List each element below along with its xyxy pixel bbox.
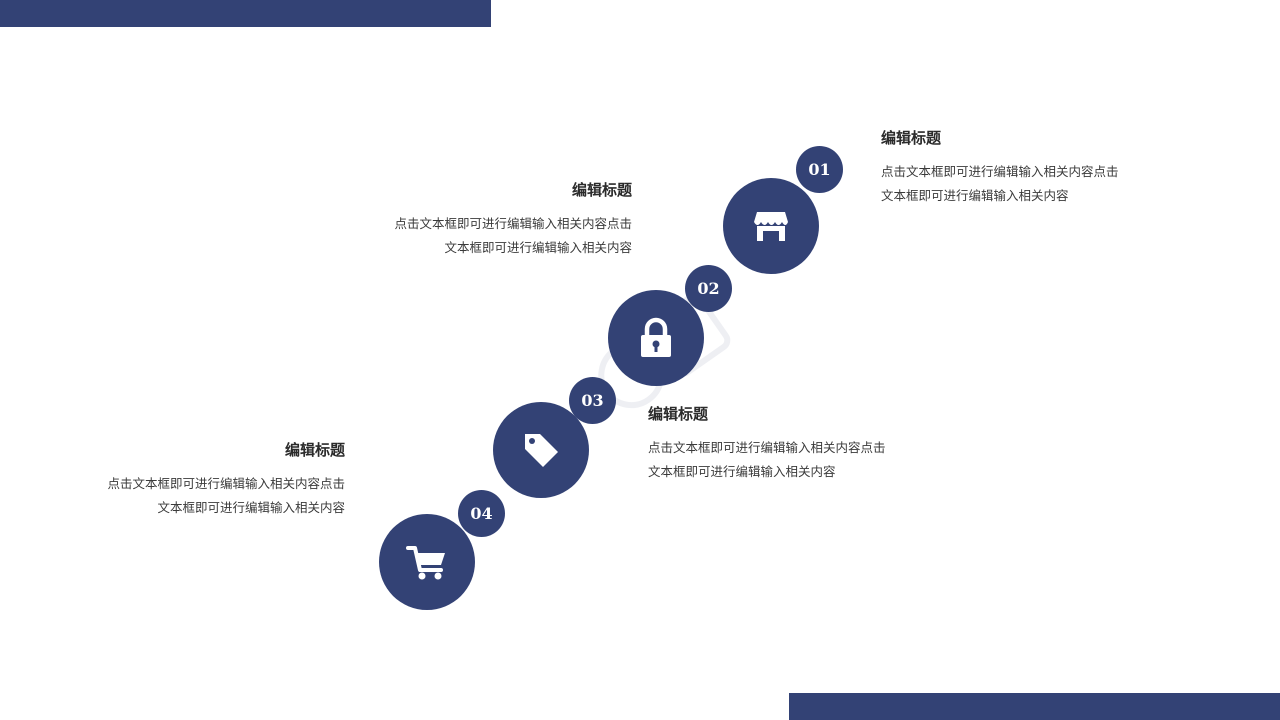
step-4-number-badge: 04 — [458, 490, 505, 537]
step-2-body-line1: 点击文本框即可进行编辑输入相关内容点击 — [394, 216, 632, 231]
step-4-text: 编辑标题 点击文本框即可进行编辑输入相关内容点击 文本框即可进行编辑输入相关内容 — [45, 440, 345, 520]
step-1-text: 编辑标题 点击文本框即可进行编辑输入相关内容点击 文本框即可进行编辑输入相关内容 — [881, 128, 1181, 208]
step-2-title: 编辑标题 — [571, 181, 632, 199]
step-2-body-line2: 文本框即可进行编辑输入相关内容 — [444, 240, 632, 255]
storefront-icon — [754, 212, 788, 241]
tag-icon — [525, 434, 558, 467]
step-3-title: 编辑标题 — [648, 405, 709, 423]
lock-icon — [641, 317, 671, 357]
step-3-text: 编辑标题 点击文本框即可进行编辑输入相关内容点击 文本框即可进行编辑输入相关内容 — [648, 404, 948, 484]
step-2-text: 编辑标题 点击文本框即可进行编辑输入相关内容点击 文本框即可进行编辑输入相关内容 — [332, 180, 632, 260]
step-4-body-line1: 点击文本框即可进行编辑输入相关内容点击 — [107, 476, 345, 491]
step-2-number-badge: 02 — [685, 265, 732, 312]
shopping-cart-icon — [406, 546, 445, 580]
step-4-title: 编辑标题 — [284, 441, 345, 459]
step-3-icon-circle — [493, 402, 589, 498]
step-3-number-badge: 03 — [569, 377, 616, 424]
step-4-icon-circle — [379, 514, 475, 610]
step-1-number-badge: 01 — [796, 146, 843, 193]
step-3-body-line2: 文本框即可进行编辑输入相关内容 — [648, 464, 836, 479]
bottom-accent-bar — [789, 693, 1280, 720]
step-3-body-line1: 点击文本框即可进行编辑输入相关内容点击 — [648, 440, 886, 455]
step-1-icon-circle — [723, 178, 819, 274]
step-4-body-line2: 文本框即可进行编辑输入相关内容 — [157, 500, 345, 515]
top-accent-bar — [0, 0, 491, 27]
step-2-icon-circle — [608, 290, 704, 386]
step-1-body-line1: 点击文本框即可进行编辑输入相关内容点击 — [881, 164, 1119, 179]
step-1-title: 编辑标题 — [881, 129, 942, 147]
step-1-body-line2: 文本框即可进行编辑输入相关内容 — [881, 188, 1069, 203]
